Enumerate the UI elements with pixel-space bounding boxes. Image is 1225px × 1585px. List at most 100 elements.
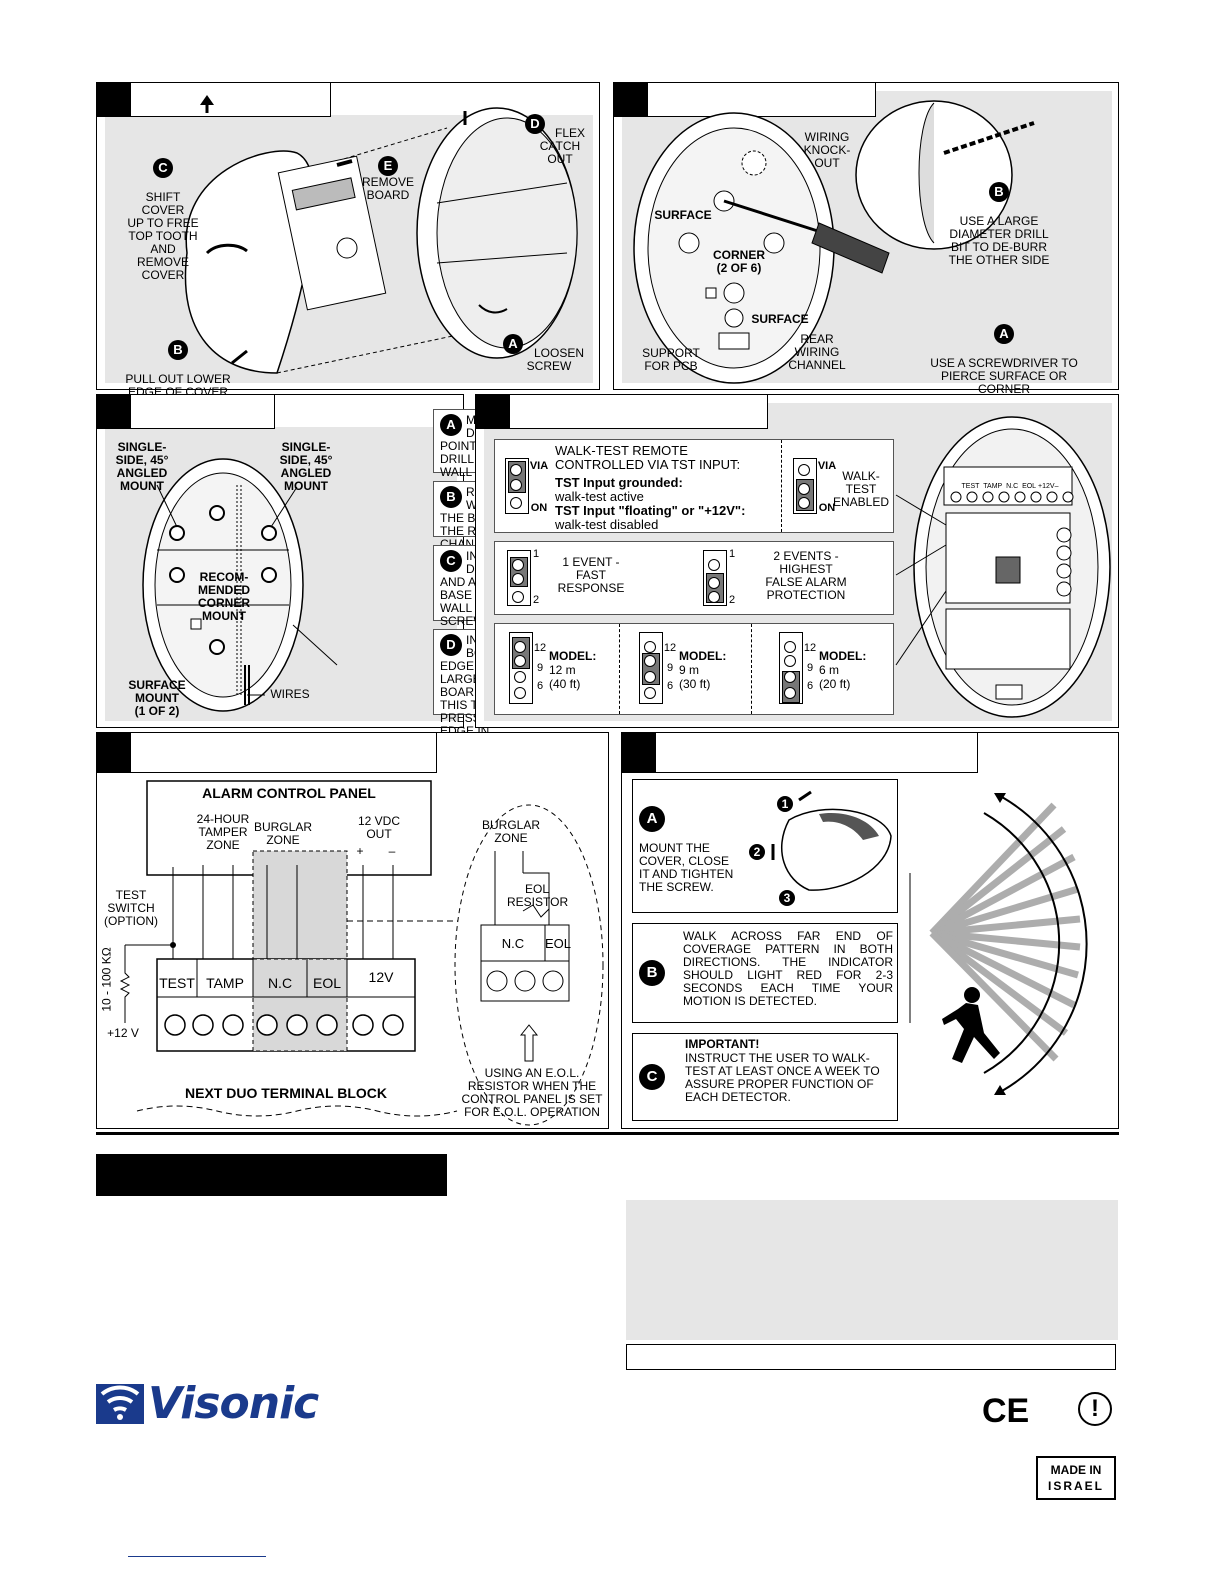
step-a-cover-box: A MOUNT THE COVER, CLOSE IT AND TIGHTEN … [632, 779, 898, 913]
step-d-label: D FLEX CATCH OUT [525, 101, 595, 166]
base-knockout-illustration [633, 100, 1035, 384]
rear-channel-label: REAR WIRING CHANNEL [788, 332, 846, 372]
letter-a-icon: A [639, 806, 665, 832]
count-box: 1 2 1 EVENT - FAST RESPONSE 1 2 2 EVENTS… [494, 541, 894, 615]
letter-d-icon: D [440, 634, 462, 656]
letter-c-icon: C [153, 158, 173, 178]
step-c-label: C SHIFT COVER UP TO FREE TOP TOOTH AND R… [127, 158, 199, 282]
model-9m-feet: (30 ft) [679, 677, 711, 691]
burglar-zone-label: BURGLAR ZONE [253, 820, 312, 847]
note-frame [626, 1344, 1116, 1370]
pin-2-label-2: 2 [728, 594, 736, 606]
walk-active-label: walk-test active [555, 489, 644, 504]
running-person-icon [942, 987, 1000, 1063]
walk-disabled-label: walk-test disabled [555, 517, 659, 532]
test-switch-label: TEST SWITCH (OPTION) [104, 888, 158, 928]
terminal-block-label: NEXT DUO TERMINAL BLOCK [185, 1085, 387, 1101]
single-side-right-label: SINGLE- SIDE, 45° ANGLED MOUNT [279, 440, 333, 493]
footer-link-underline [128, 1556, 266, 1557]
step-e-label: E REMOVE BOARD [361, 156, 414, 202]
note-box [626, 1200, 1118, 1340]
walk-across-text: WALK ACROSS FAR END OF COVERAGE PATTERN … [683, 929, 893, 1008]
corner-label: CORNER (2 OF 6) [712, 248, 765, 275]
pin-12-label-3: 12 [803, 642, 817, 654]
walk-test-enabled-label: WALK- TEST ENABLED [832, 469, 890, 509]
recommended-corner-label: RECOM- MENDED CORNER MOUNT [197, 570, 250, 623]
support-pcb-label: SUPPORT FOR PCB [642, 346, 700, 373]
minus-label: – [388, 844, 396, 858]
model-box: 12 9 6 MODEL: 12 m (40 ft) 12 9 6 MODEL:… [494, 623, 894, 715]
letter-b-icon: B [168, 340, 188, 360]
single-side-left-label: SINGLE- SIDE, 45° ANGLED MOUNT [115, 440, 169, 493]
wiring-diagram [119, 780, 604, 1126]
mount-cover-text: MOUNT THE COVER, CLOSE IT AND TIGHTEN TH… [639, 841, 734, 894]
panel-jumpers: VIA ON WALK-TEST REMOTE CONTROLLED VIA T… [475, 394, 1119, 728]
tst-floating-label: TST Input "floating" or "+12V": [555, 503, 746, 518]
step-b-label: B PULL OUT LOWER EDGE OF COVER [125, 340, 231, 399]
panel-mounting: SINGLE- SIDE, 45° ANGLED MOUNT SINGLE- S… [96, 394, 549, 738]
made-in-israel-badge: MADE IN ISRAEL [1036, 1456, 1116, 1500]
cover-closing-illustration [749, 790, 892, 906]
model-9m-meters: 9 m [679, 663, 700, 677]
terminal-tamp-label: TAMP [206, 975, 244, 991]
pin-9-label-3: 9 [806, 662, 814, 674]
step-c-important-box: C IMPORTANT! INSTRUCT THE USER TO WALK-T… [632, 1033, 898, 1121]
on-label-2: ON [818, 502, 836, 514]
letter-b-icon: B [440, 486, 462, 508]
terminal-nc-label: N.C [267, 975, 293, 991]
letter-a-icon: A [440, 414, 462, 436]
separator-line [96, 1132, 1119, 1135]
eol-eol-label: EOL [545, 936, 572, 951]
important-title: IMPORTANT! [685, 1037, 760, 1051]
step-a-label: A LOOSEN SCREW [503, 321, 595, 373]
step-b-drill: B USE A LARGE DIAMETER DRILL BIT TO DE-B… [948, 182, 1050, 267]
pin-6-label-2: 6 [666, 680, 674, 692]
visonic-brand: Visonic [148, 1378, 319, 1429]
pcb-illustration [895, 416, 1111, 718]
model-12m-meters: 12 m [549, 663, 576, 677]
letter-e-icon: E [378, 156, 398, 176]
base-mounting-illustration [142, 458, 338, 712]
section-heading-bar [96, 1154, 447, 1196]
step-3-number: 3 [783, 891, 791, 905]
tamper-zone-label: 24-HOUR TAMPER ZONE [196, 812, 250, 852]
resistor-label: 10 - 100 KΩ [99, 947, 114, 1012]
pin-6-label-3: 6 [806, 680, 814, 692]
plus-label: + [356, 844, 364, 858]
surface-bottom-label: SURFACE [751, 312, 809, 326]
letter-a-icon: A [503, 334, 523, 354]
letter-c-icon: C [639, 1064, 665, 1090]
model-6m-jumper-icon [779, 632, 803, 704]
panel-knockouts: WIRING KNOCK- OUT SURFACE CORNER (2 OF 6… [613, 82, 1119, 409]
model-12m-feet: (40 ft) [549, 677, 581, 691]
model-6m-feet: (20 ft) [819, 677, 851, 691]
count-jumper-1-icon [507, 550, 531, 606]
letter-a-icon: A [994, 324, 1014, 344]
model-9m-jumper-icon [639, 632, 663, 704]
via-label: VIA [529, 460, 549, 472]
plus-12v-label: +12 V [107, 1026, 139, 1040]
pcb-terminal-labels: TEST TAMP N.C EOL +12V– [961, 483, 1059, 490]
visonic-logo-icon [96, 1384, 144, 1424]
eol-burglar-zone-label: BURGLAR ZONE [481, 818, 540, 845]
pin-12-label: 12 [533, 642, 547, 654]
instruct-user-text: INSTRUCT THE USER TO WALK-TEST AT LEAST … [685, 1051, 880, 1104]
letter-c-icon: C [440, 550, 462, 572]
pin-1-label-2: 1 [728, 548, 736, 560]
pin-9-label: 9 [536, 662, 544, 674]
panel-walk-test: A MOUNT THE COVER, CLOSE IT AND TIGHTEN … [621, 732, 1119, 1129]
model-9m-label: MODEL: [679, 649, 727, 663]
cover-illustration [184, 95, 578, 374]
alert-icon: ! [1078, 1392, 1112, 1426]
model-12m-label: MODEL: [549, 649, 597, 663]
walk-test-title: WALK-TEST REMOTE CONTROLLED VIA TST INPU… [555, 443, 741, 472]
ce-mark: CE [982, 1392, 1030, 1430]
panel-wiring: ALARM CONTROL PANEL 24-HOUR TAMPER ZONE … [96, 732, 609, 1129]
wiring-knockout-label: WIRING KNOCK- OUT [803, 130, 851, 170]
via-label-2: VIA [817, 460, 837, 472]
walk-enabled-jumper-icon [793, 458, 817, 514]
pin-2-label: 2 [532, 594, 540, 606]
on-label: ON [530, 502, 548, 514]
surface-top-label: SURFACE [654, 208, 712, 222]
one-event-label: 1 EVENT - FAST RESPONSE [557, 555, 625, 595]
